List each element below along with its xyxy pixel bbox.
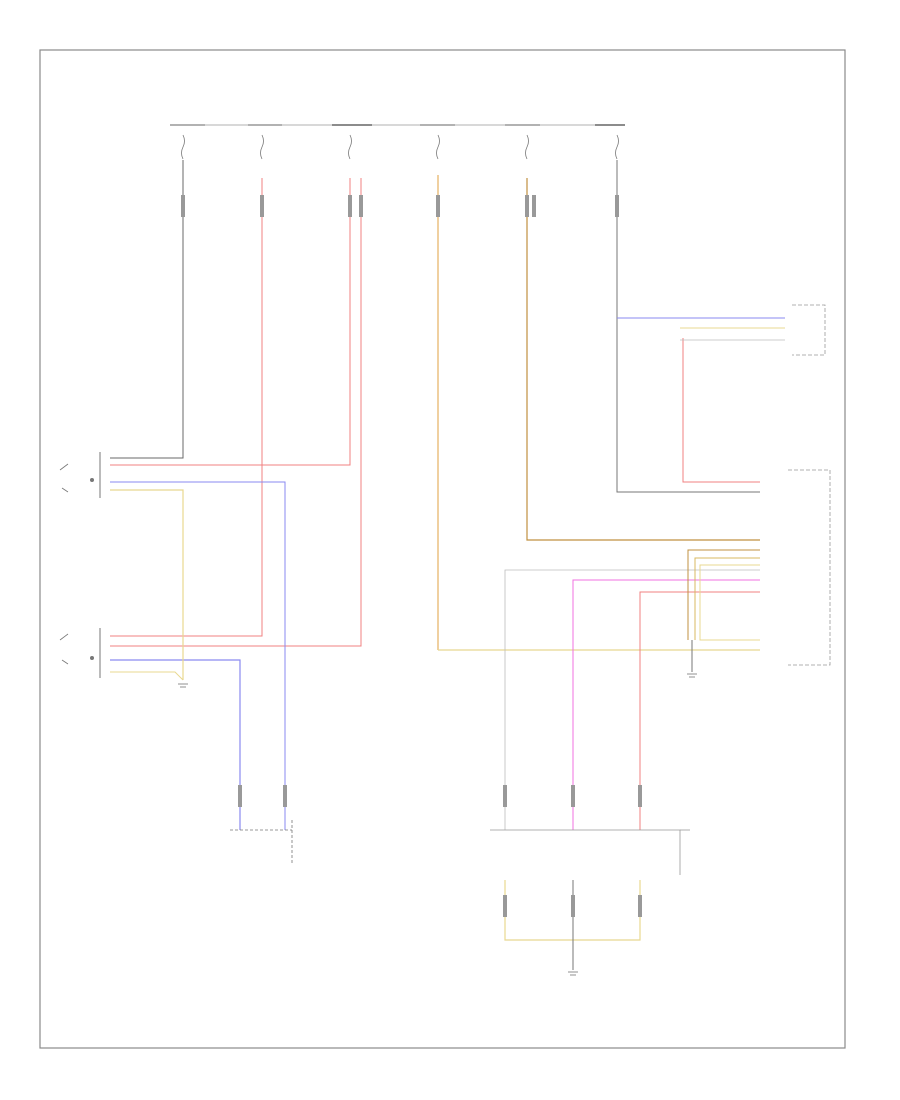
ground-symbol-bottom [568,971,578,976]
wire-red-fuse3-b [110,178,362,647]
fuse-group [181,134,619,160]
wire-red-fuse2 [110,178,263,637]
wire-grey-rear [504,569,760,830]
wire-red-rear [639,591,760,830]
wire-pink-rear [572,579,760,830]
wire-blue-left-lower [110,659,241,830]
connector-pins [181,195,642,917]
ground-symbol-left [178,683,188,688]
fuse-3 [348,134,352,160]
rear-lamp-housing [490,829,690,875]
wire-module-stub-1 [687,549,760,640]
headlamp-lower-left [59,628,101,678]
wire-black-left [110,160,184,459]
wire-module-stub-2 [694,557,760,640]
fuse-2 [260,134,264,160]
wire-yellow-left-lower [110,671,184,681]
sensor-top-right [792,304,826,356]
connector-bottom-left [230,820,293,865]
control-module-right [788,469,831,666]
headlamp-upper-left [59,452,101,498]
wire-red-sensor [682,338,760,483]
wire-blue-left-upper [110,481,286,830]
wire-module-stub-3 [699,564,760,641]
ground-symbol-module [687,673,697,678]
fuse-6 [615,134,619,160]
fuse-5 [525,134,529,160]
wire-yellow-left [110,489,184,680]
wire-black-fuse6 [616,160,760,493]
wire-red-fuse3-a [110,178,351,466]
wire-brown-fuse5 [526,178,760,541]
fuse-1 [181,134,185,160]
fuse-4 [436,134,440,160]
diagram-frame [39,49,846,1049]
